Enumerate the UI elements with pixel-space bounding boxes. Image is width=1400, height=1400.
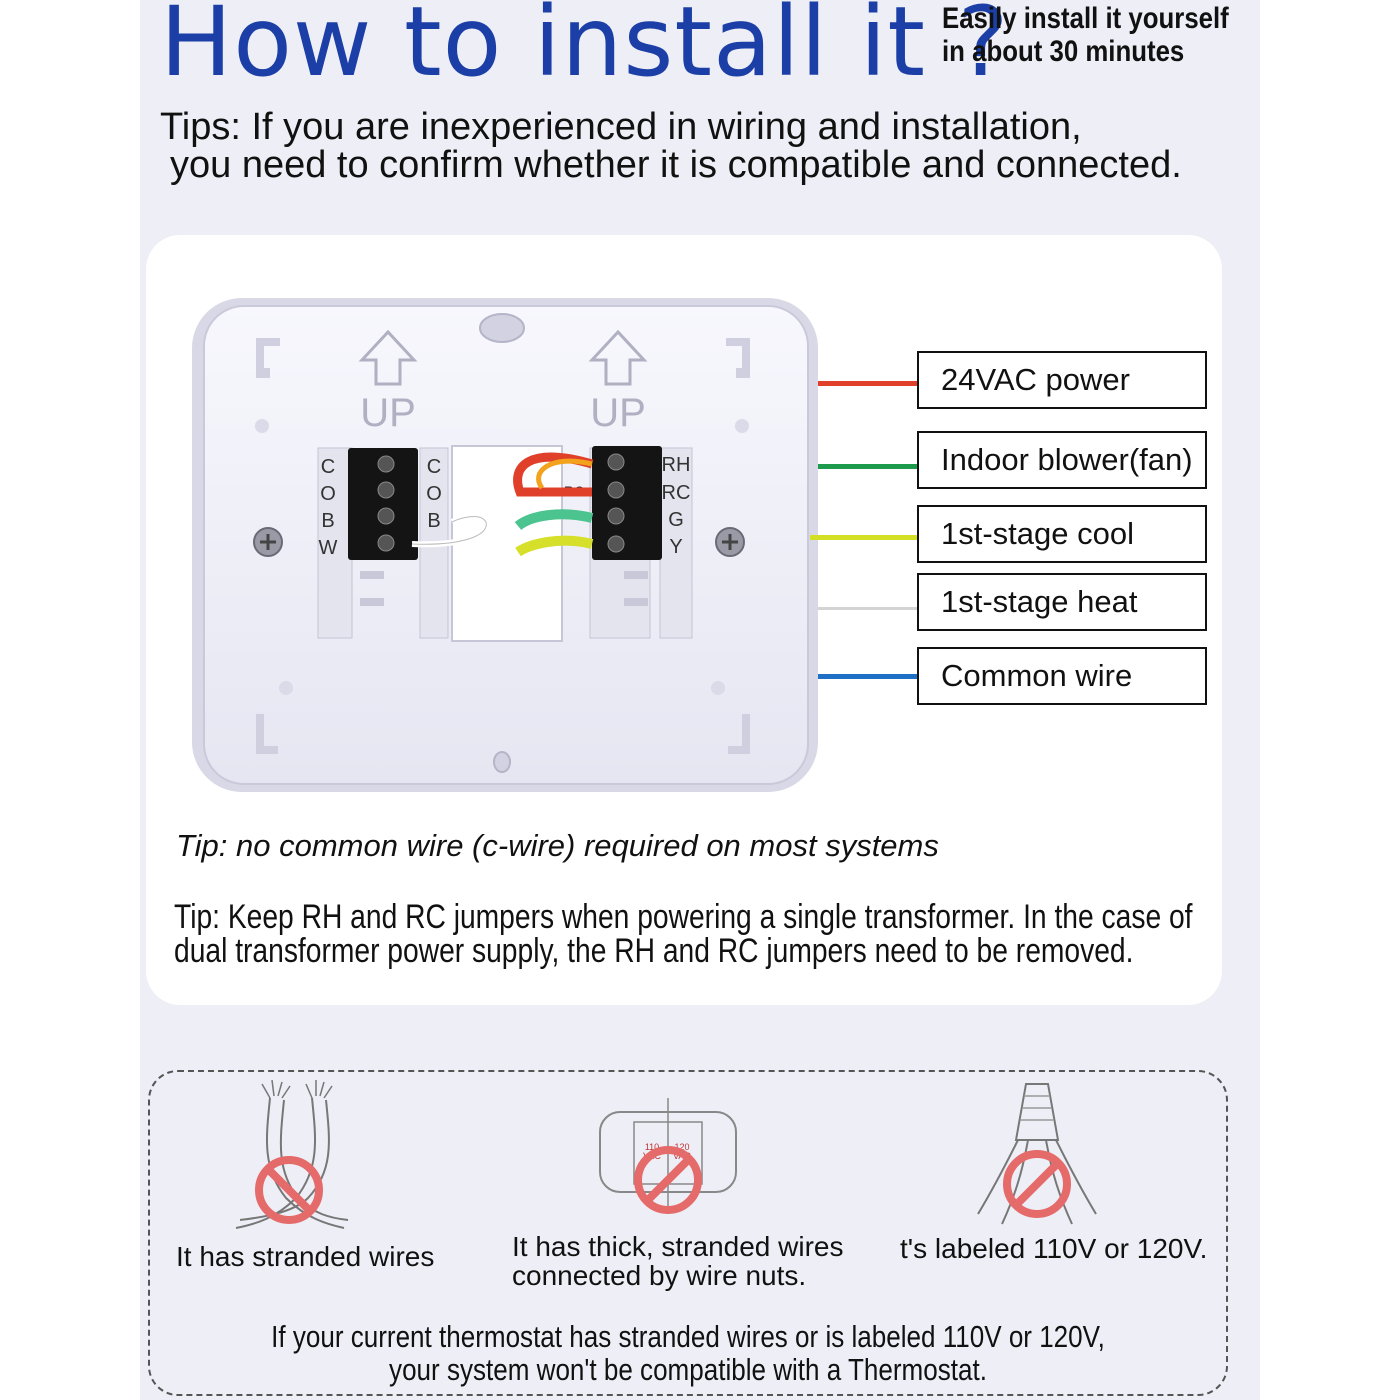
up-label-right: UP [590,391,646,435]
left-terminal-block [348,448,418,560]
screw-slot [722,534,738,550]
terminal-label: W [319,537,338,559]
label-24vac-power: 24VAC power [917,351,1207,409]
up-label-left: UP [360,391,416,435]
jumper-tip-line-1: Tip: Keep RH and RC jumpers when powerin… [174,898,1193,936]
slot [360,571,384,579]
warning-text-line-1: It has thick, stranded wires [512,1231,844,1262]
page-title: How to install it ? [160,0,1010,98]
wire-line-24vac [818,381,918,386]
terminal-label: B [427,510,440,532]
corner-clip-top-right [726,338,750,378]
incompatibility-panel [148,1070,1228,1396]
footer-line-2: your system won't be compatible with a T… [389,1352,987,1387]
terminal-label: B [321,510,334,532]
wire-line-heat [818,607,918,610]
stranded-wires-icon [235,1079,349,1229]
warning-text: It has stranded wires [176,1241,435,1272]
wire-line-fan [818,464,918,469]
wire-line-cool [810,535,918,540]
up-arrow-icon-right [588,329,648,386]
wire-line-common [818,674,918,679]
terminal-label: C [427,456,441,478]
slot [624,598,648,606]
c-wire-tip: Tip: no common wire (c-wire) required on… [176,828,939,863]
terminal-label: RH [662,454,691,476]
warning-wire-nuts: It has thick, stranded wires connected b… [512,1232,843,1290]
mounting-slot-top [479,313,525,343]
peg [711,681,725,695]
screw-slot [260,534,276,550]
terminal-label: O [426,483,442,505]
footer-line-1: If your current thermostat has stranded … [271,1319,1105,1354]
corner-clip-bottom-right [728,714,750,754]
orange-jumper-wire [536,458,593,490]
subtitle-line-1: Easily install it yourself [942,2,1229,35]
subtitle-line-2: in about 30 minutes [942,35,1185,68]
warning-text-line-2: connected by wire nuts. [512,1260,807,1291]
corner-clip-top-left [256,338,280,378]
compatibility-footer: If your current thermostat has stranded … [148,1320,1228,1386]
right-terminal-block [592,446,662,560]
thermostat-110-120vac-icon: 110 VAC 120 VAC [599,1098,737,1214]
peg [279,681,293,695]
tips-text: Tips: If you are inexperienced in wiring… [160,108,1182,184]
label-1st-stage-heat: 1st-stage heat [917,573,1207,631]
terminal-label: Y [669,536,682,558]
tips-line-2: you need to confirm whether it is compat… [170,144,1182,186]
yellow-wire [515,535,594,557]
slot [360,598,384,606]
terminal-label: C [321,456,335,478]
jumper-tip-line-2: dual transformer power supply, the RH an… [174,932,1134,970]
label-indoor-blower: Indoor blower(fan) [917,431,1207,489]
tips-line-1: Tips: If you are inexperienced in wiring… [160,106,1082,148]
voltage-label: 120 [674,1142,689,1152]
warning-stranded-wires: It has stranded wires [176,1242,434,1271]
slot [624,571,648,579]
jumper-tip: Tip: Keep RH and RC jumpers when powerin… [174,900,1228,968]
terminal-label: RC [662,482,691,504]
corner-clip-bottom-left [256,714,278,754]
warning-text: t's labeled 110V or 120V. [900,1233,1208,1264]
prohibited-icon [1003,1150,1071,1218]
label-1st-stage-cool: 1st-stage cool [917,505,1207,563]
left-terminal-screws [377,455,395,552]
right-terminal-screws [607,453,625,553]
wire-nut-icon [977,1083,1097,1225]
up-arrow-icon-left [358,329,418,386]
green-wire [514,509,594,531]
right-label-strip [659,447,693,639]
white-wire-outline [411,516,487,545]
voltage-label: 110 [645,1142,659,1152]
prohibited-icon [634,1146,702,1214]
terminal-label: O [320,483,336,505]
subtitle: Easily install it yourself in about 30 m… [942,2,1229,68]
terminal-label: G [668,509,684,531]
warning-110v-120v: t's labeled 110V or 120V. [900,1234,1207,1263]
peg [255,419,269,433]
peg [735,419,749,433]
label-common-wire: Common wire [917,647,1207,705]
mounting-hole-bottom [493,751,511,773]
prohibited-icon [255,1156,323,1224]
thermostat-baseplate: UP UP C O B W C O B RH RC G Y RC [192,298,818,792]
